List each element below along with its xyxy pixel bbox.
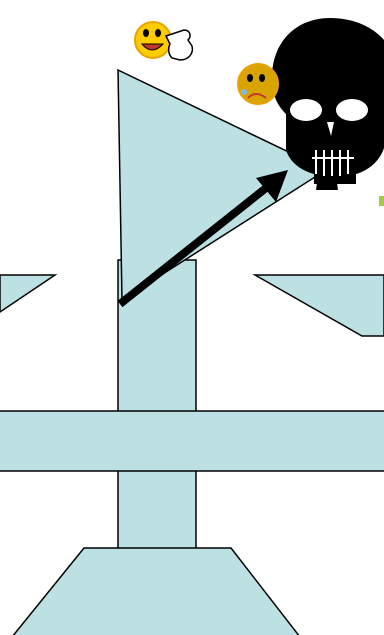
green-mark [379,196,384,206]
vertical-post [118,260,196,550]
trapezoid-base [12,548,300,635]
left-platform [0,275,55,312]
sad-smiley-icon [238,64,278,104]
horizontal-beam [0,411,384,471]
right-platform [255,275,384,336]
smiley-pointing-icon [135,22,192,60]
